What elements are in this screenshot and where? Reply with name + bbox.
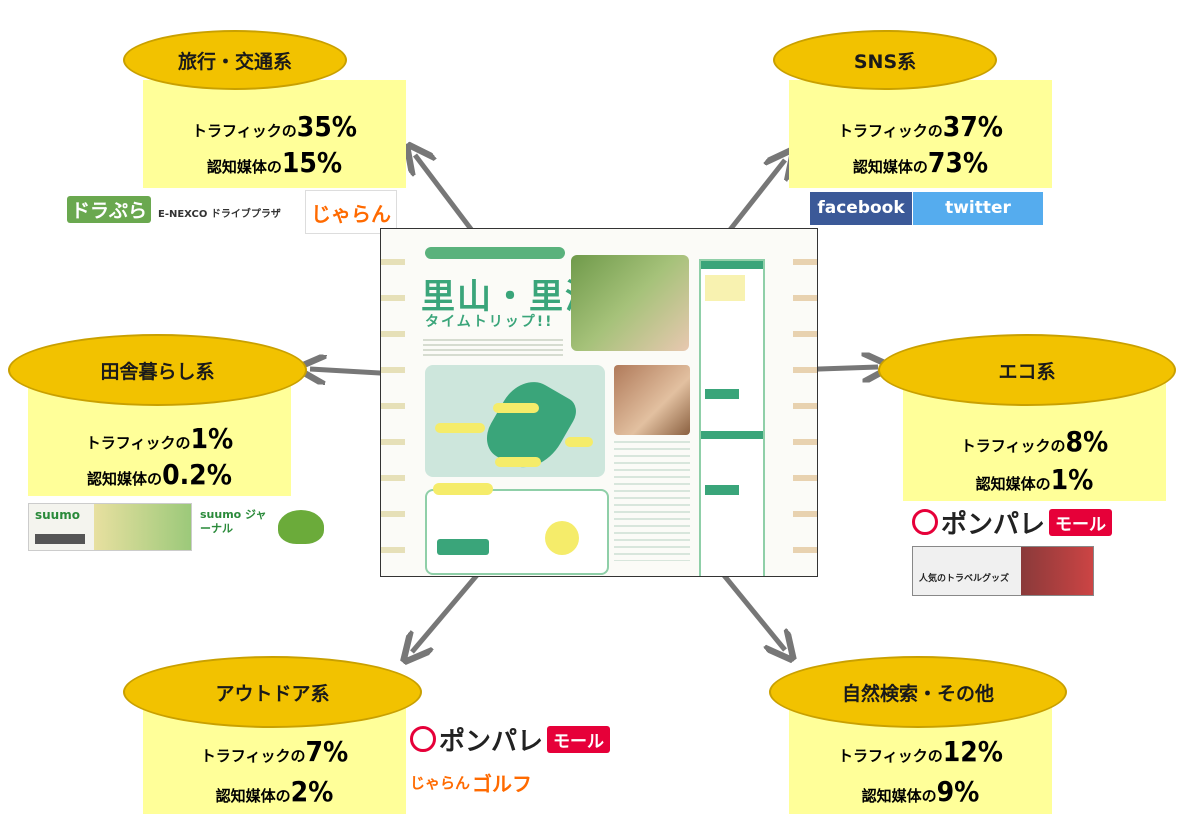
- natural-media: 認知媒体の9%: [861, 775, 980, 808]
- e-nexco-logo: E-NEXCO ドライブプラザ: [158, 209, 281, 220]
- outdoor-stats-box: トラフィックの7% 認知媒体の2%: [143, 705, 406, 814]
- suumo-banner: suumo: [28, 503, 192, 551]
- sidebar-button: [705, 389, 739, 399]
- suumo-mascot-icon: [278, 510, 324, 544]
- travel-media: 認知媒体の15%: [206, 146, 343, 179]
- intro-text-block: [423, 339, 563, 359]
- site-subtitle: タイムトリップ!!: [425, 314, 554, 330]
- hero-photo: [571, 255, 689, 351]
- map-label: [493, 403, 539, 413]
- travel-traffic: トラフィックの35%: [192, 110, 357, 143]
- jalan-golf-logo: じゃらん ゴルフ: [410, 768, 532, 797]
- sidebar-highlight: [705, 275, 745, 301]
- map-label: [435, 423, 485, 433]
- outdoor-category-ellipse: アウトドア系: [123, 656, 422, 728]
- eco-traffic: トラフィックの8%: [960, 425, 1109, 458]
- suumo-banner-tag: [35, 534, 85, 544]
- travel-goods-text: 人気のトラベルグッズ: [919, 574, 1010, 584]
- countryside-category-ellipse: 田舎暮らし系: [8, 334, 307, 406]
- jalan-logo: じゃらん: [305, 190, 397, 234]
- ponpare-text: ポンパレ: [439, 726, 544, 757]
- travel-category-ellipse: 旅行・交通系: [123, 30, 347, 90]
- dorapura-logo: ドラぷら: [67, 196, 152, 223]
- header-banner: [425, 247, 565, 259]
- eco-media: 認知媒体の1%: [975, 463, 1094, 496]
- travel-goods-banner: 人気のトラベルグッズ: [912, 546, 1094, 596]
- outdoor-traffic: トラフィックの7%: [200, 735, 349, 768]
- travel-stats-box: トラフィックの35% 認知媒体の15%: [143, 80, 406, 188]
- ponpare-mall-logo-outdoor: ポンパレ モール: [410, 723, 611, 757]
- map-label: [495, 457, 541, 467]
- eco-category-ellipse: エコ系: [878, 334, 1176, 406]
- sns-stats-box: トラフィックの37% 認知媒体の73%: [789, 80, 1052, 188]
- countryside-media: 認知媒体の0.2%: [87, 458, 232, 491]
- countryside-traffic: トラフィックの1%: [85, 422, 234, 455]
- campaign-badge: [545, 521, 579, 555]
- natural-traffic: トラフィックの12%: [838, 735, 1003, 768]
- left-deco-strip: [381, 229, 405, 576]
- campaign-tag: [433, 483, 493, 495]
- article-text-block: [614, 441, 690, 561]
- ponpare-p-icon: [912, 509, 938, 535]
- mall-badge: モール: [547, 725, 611, 753]
- ponpare-p-icon: [410, 726, 436, 752]
- jalan-text: じゃらん: [410, 774, 471, 792]
- mall-badge: モール: [1049, 508, 1113, 536]
- suumo-logo: suumo: [35, 508, 80, 522]
- twitter-logo: twitter: [913, 192, 1043, 225]
- japan-map-panel: [425, 365, 605, 481]
- facebook-logo: facebook: [810, 192, 912, 225]
- outdoor-media: 認知媒体の2%: [215, 775, 334, 808]
- arrow-outdoor: [412, 566, 485, 652]
- map-label: [565, 437, 593, 447]
- natural-category-ellipse: 自然検索・その他: [769, 656, 1067, 728]
- campaign-box: [425, 483, 609, 575]
- article-photo: [614, 365, 690, 435]
- arrow-natural: [716, 566, 785, 650]
- sidebar-header: [701, 261, 763, 269]
- sidebar-header: [701, 431, 763, 439]
- sns-category-ellipse: SNS系: [773, 30, 997, 90]
- website-screenshot: 里山・里海 タイムトリップ!!: [380, 228, 818, 577]
- suumo-journal-logo: suumo ジャーナル: [200, 508, 267, 535]
- golf-text: ゴルフ: [472, 772, 533, 796]
- ponpare-text: ポンパレ: [941, 509, 1046, 540]
- right-sidebar: [699, 259, 765, 576]
- sns-traffic: トラフィックの37%: [838, 110, 1003, 143]
- ponpare-mall-logo-eco: ポンパレ モール: [912, 507, 1113, 540]
- campaign-button: [437, 539, 489, 555]
- sidebar-button: [705, 485, 739, 495]
- right-deco-strip: [793, 229, 817, 576]
- sns-media: 認知媒体の73%: [852, 146, 989, 179]
- site-title: 里山・里海: [421, 277, 601, 317]
